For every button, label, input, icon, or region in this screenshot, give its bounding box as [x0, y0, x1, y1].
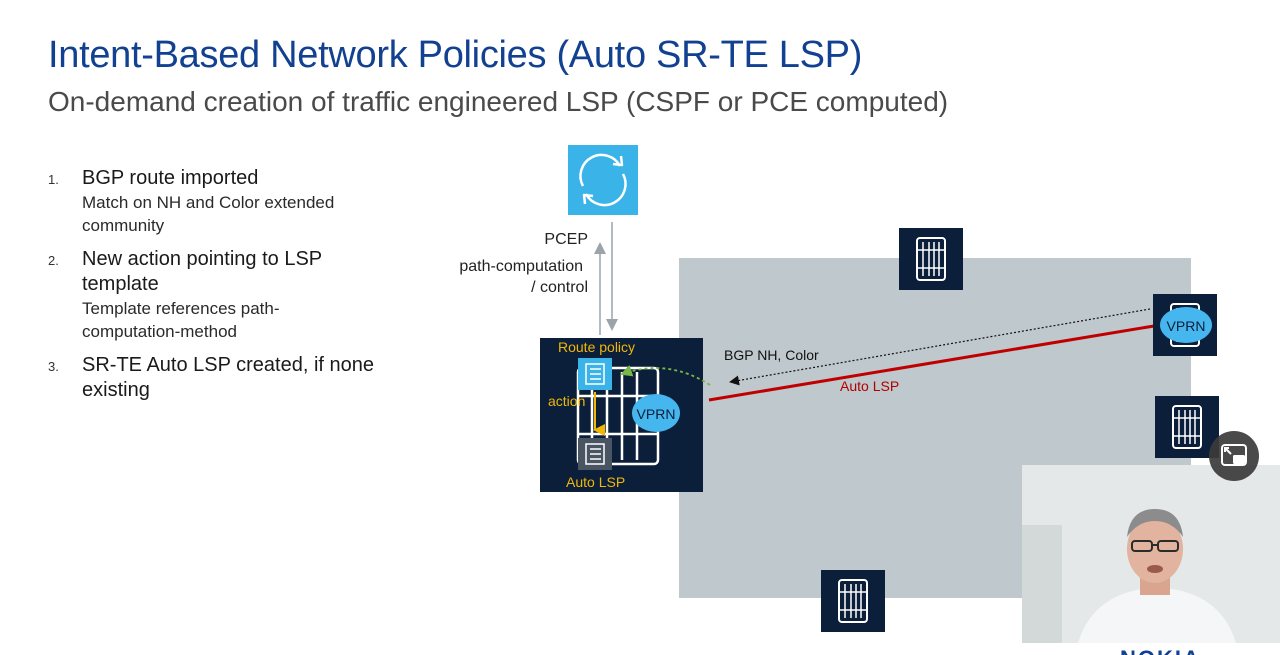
path-control-label: / control	[531, 279, 588, 296]
pce-controller	[568, 145, 638, 215]
local-pe-router: VPRN Route policy action Auto LSP	[540, 338, 711, 492]
path-computation-label: path-computation	[459, 258, 583, 275]
picture-in-picture-button[interactable]	[1209, 431, 1259, 481]
step-detail: community	[82, 216, 165, 235]
remote-pe-router: VPRN	[1152, 293, 1218, 357]
picture-in-picture-icon	[1221, 444, 1247, 466]
step-heading: SR-TE Auto LSP created, if none	[82, 354, 375, 376]
pcep-label: PCEP	[544, 231, 588, 248]
auto-lsp-link	[708, 323, 1161, 402]
auto-lsp-node-label: Auto LSP	[566, 474, 625, 490]
brand-logo: NOKIA	[1120, 648, 1201, 655]
list-item: 2. New action pointing to LSP template T…	[48, 247, 408, 343]
vprn-remote-node	[1160, 307, 1212, 343]
slide-title: Intent-Based Network Policies (Auto SR-T…	[48, 34, 863, 76]
step-heading: template	[82, 273, 159, 295]
router-icon	[820, 569, 886, 633]
route-policy-label: Route policy	[558, 339, 635, 355]
policy-icon	[578, 358, 612, 390]
bgp-advertisement-arrow	[729, 308, 1151, 386]
step-heading: New action pointing to LSP	[82, 248, 323, 270]
step-number: 3.	[48, 359, 59, 374]
step-number: 1.	[48, 172, 59, 187]
vprn-local-node	[632, 394, 680, 432]
list-item: 3. SR-TE Auto LSP created, if none exist…	[48, 353, 408, 403]
slide-subtitle: On-demand creation of traffic engineered…	[48, 86, 949, 117]
step-heading: existing	[82, 379, 150, 401]
router-icon	[898, 227, 964, 291]
step-number: 2.	[48, 253, 59, 268]
list-item: 1. BGP route imported Match on NH and Co…	[48, 166, 408, 237]
presenter-figure	[1022, 465, 1280, 643]
step-detail: Match on NH and Color extended	[82, 193, 335, 212]
presenter-video[interactable]	[1022, 465, 1280, 643]
step-detail: computation-method	[82, 322, 237, 341]
step-heading: BGP route imported	[82, 167, 259, 189]
lsp-icon	[578, 438, 612, 470]
vprn-local-label: VPRN	[637, 406, 676, 422]
action-label: action	[548, 393, 585, 409]
step-detail: Template references path-	[82, 299, 280, 318]
refresh-icon	[579, 153, 627, 207]
bgp-label: BGP NH, Color	[724, 347, 819, 363]
auto-lsp-link-label: Auto LSP	[840, 378, 899, 394]
vprn-remote-label: VPRN	[1167, 318, 1206, 334]
steps-list: 1. BGP route imported Match on NH and Co…	[48, 166, 408, 413]
